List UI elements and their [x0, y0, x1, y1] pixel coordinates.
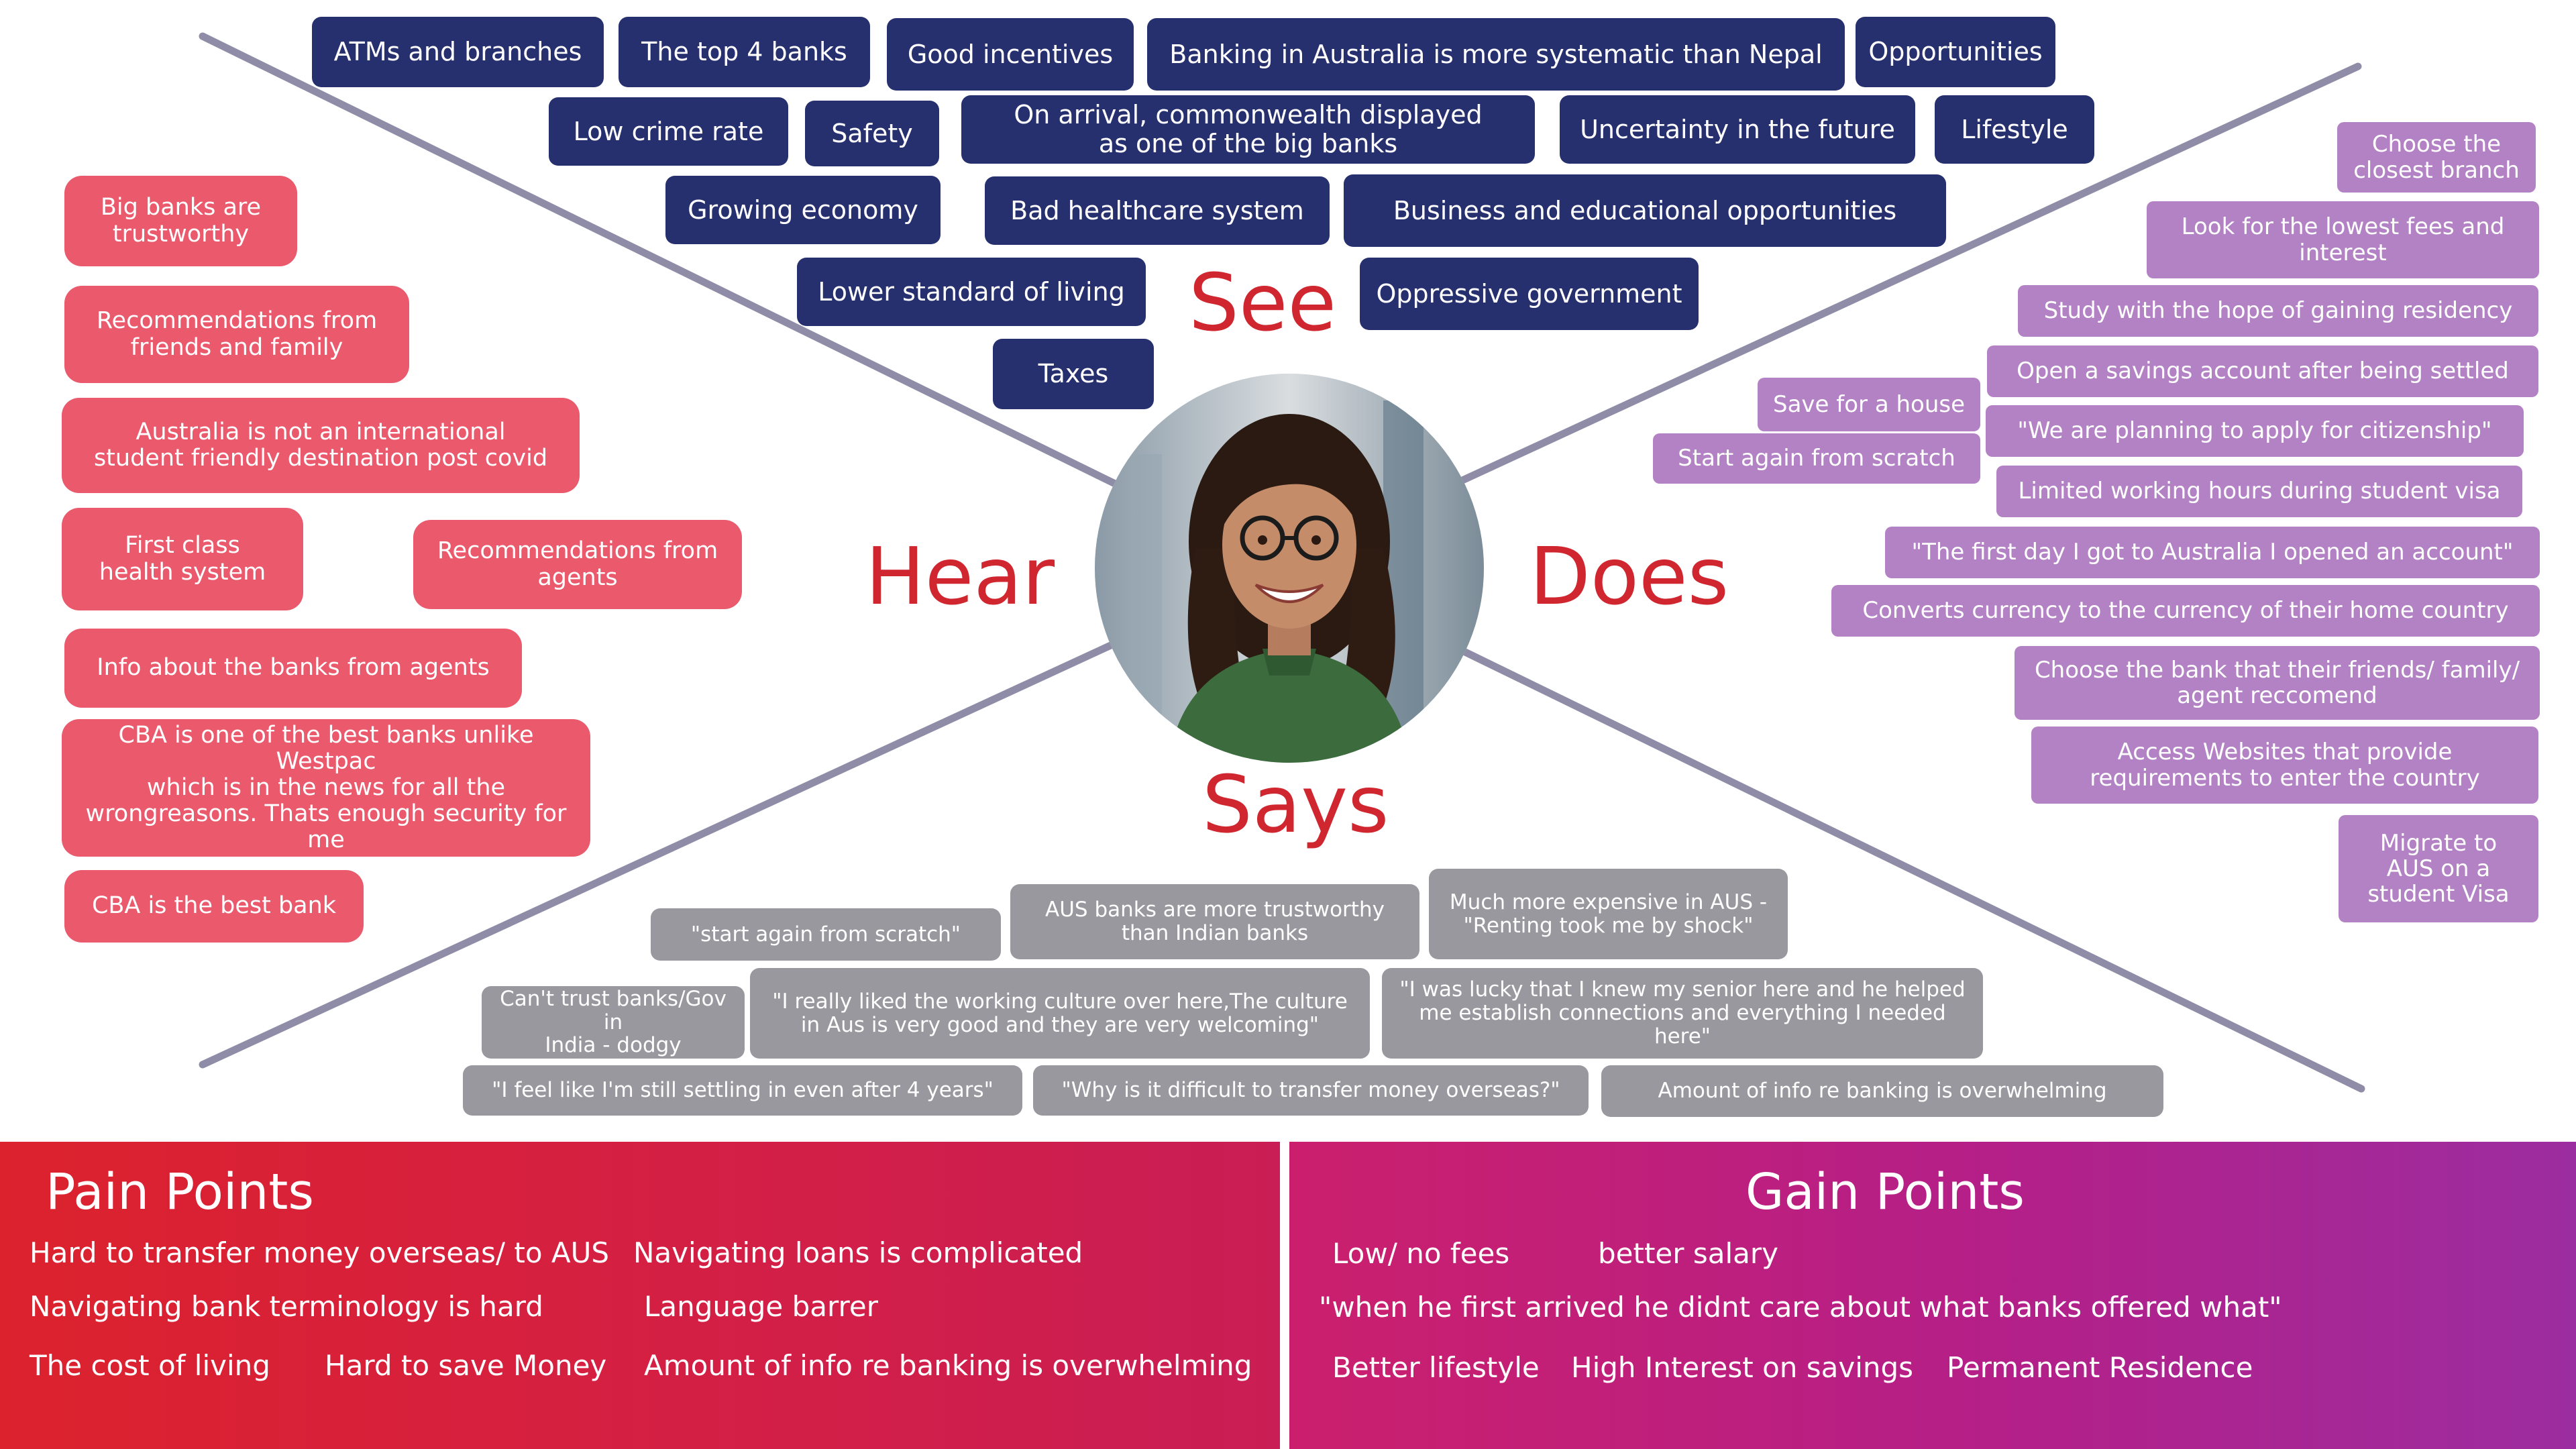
does-note: Migrate to AUS on a student Visa	[2339, 815, 2538, 922]
see-note: Banking in Australia is more systematic …	[1147, 18, 1845, 91]
says-note: Amount of info re banking is overwhelmin…	[1601, 1065, 2163, 1117]
gain-point-item: better salary	[1598, 1237, 1779, 1270]
does-note: Study with the hope of gaining residency	[2018, 285, 2538, 337]
pain-point-item: Navigating bank terminology is hard	[30, 1290, 543, 1323]
pain-point-item: Hard to save Money	[325, 1349, 607, 1382]
hear-note: CBA is the best bank	[64, 870, 364, 943]
gain-point-item: Permanent Residence	[1947, 1351, 2253, 1384]
hear-note: Australia is not an international studen…	[62, 398, 580, 493]
does-note: Save for a house	[1758, 378, 1980, 431]
does-note: Open a savings account after being settl…	[1987, 345, 2538, 397]
see-note: Bad healthcare system	[985, 176, 1330, 245]
see-note: Good incentives	[887, 18, 1134, 91]
quadrant-label-hear: Hear	[865, 530, 1055, 623]
see-note: Opportunities	[1856, 17, 2055, 87]
see-note: ATMs and branches	[312, 17, 604, 87]
pain-points-panel: Pain Points Hard to transfer money overs…	[0, 1142, 1280, 1449]
see-note: Uncertainty in the future	[1560, 95, 1915, 164]
quadrant-label-see: See	[1189, 256, 1337, 349]
points-band: Pain Points Hard to transfer money overs…	[0, 1142, 2576, 1449]
hear-note: Recommendations from friends and family	[64, 286, 409, 383]
see-note: On arrival, commonwealth displayed as on…	[961, 95, 1535, 164]
says-note: AUS banks are more trustworthy than Indi…	[1010, 884, 1419, 959]
says-note: Much more expensive in AUS - "Renting to…	[1429, 869, 1788, 959]
hear-note: First class health system	[62, 508, 303, 610]
see-note: Safety	[805, 101, 939, 166]
does-note: Choose the closest branch	[2337, 122, 2536, 193]
see-note: Low crime rate	[549, 97, 788, 166]
gain-point-item: Low/ no fees	[1332, 1237, 1510, 1270]
see-note: Growing economy	[665, 176, 941, 244]
divider-line-top-left	[199, 32, 1118, 487]
pain-point-item: Language barrer	[644, 1290, 879, 1323]
pain-point-item: Navigating loans is complicated	[633, 1236, 1083, 1269]
quadrant-label-says: Says	[1202, 758, 1389, 851]
hear-note: Info about the banks from agents	[64, 629, 522, 708]
does-note: "The first day I got to Australia I open…	[1885, 527, 2540, 578]
quadrant-label-does: Does	[1529, 530, 1729, 623]
does-note: Choose the bank that their friends/ fami…	[2015, 646, 2540, 720]
hear-note: Big banks are trustworthy	[64, 176, 297, 266]
pain-point-item: Amount of info re banking is overwhelmin…	[644, 1349, 1252, 1382]
does-note: Access Websites that provide requirement…	[2031, 727, 2538, 804]
see-note: Lower standard of living	[797, 258, 1146, 326]
divider-line-top-right	[1458, 62, 2362, 484]
does-note: Start again from scratch	[1653, 433, 1980, 484]
does-note: "We are planning to apply for citizenshi…	[1986, 405, 2524, 457]
hear-note: Recommendations from agents	[413, 520, 742, 609]
see-note: Business and educational opportunities	[1344, 174, 1946, 247]
band-divider	[1280, 1142, 1289, 1449]
persona-avatar	[1095, 374, 1484, 763]
pain-points-title: Pain Points	[46, 1163, 314, 1221]
pain-point-item: The cost of living	[30, 1349, 270, 1382]
divider-line-bottom-right	[1458, 647, 2365, 1093]
gain-point-item: Better lifestyle	[1332, 1351, 1540, 1384]
says-note: "start again from scratch"	[651, 908, 1001, 961]
see-note: The top 4 banks	[619, 17, 870, 87]
gain-point-item: "when he first arrived he didnt care abo…	[1319, 1291, 2282, 1324]
does-note: Look for the lowest fees and interest	[2147, 201, 2539, 278]
says-note: Can't trust banks/Gov in India - dodgy	[482, 986, 745, 1059]
divider-line-bottom-left	[199, 640, 1118, 1069]
see-note: Oppressive government	[1360, 258, 1699, 330]
gain-points-title: Gain Points	[1746, 1163, 2025, 1221]
gain-points-panel: Gain Points Low/ no fees better salary "…	[1289, 1142, 2576, 1449]
says-note: "Why is it difficult to transfer money o…	[1033, 1065, 1589, 1116]
says-note: "I really liked the working culture over…	[750, 968, 1370, 1059]
see-note: Taxes	[993, 339, 1154, 409]
does-note: Converts currency to the currency of the…	[1831, 585, 2540, 637]
does-note: Limited working hours during student vis…	[1996, 466, 2522, 517]
says-note: "I feel like I'm still settling in even …	[463, 1065, 1022, 1116]
hear-note: CBA is one of the best banks unlike West…	[62, 719, 590, 857]
see-note: Lifestyle	[1935, 95, 2094, 164]
pain-point-item: Hard to transfer money overseas/ to AUS	[30, 1236, 610, 1269]
says-note: "I was lucky that I knew my senior here …	[1382, 968, 1983, 1059]
gain-point-item: High Interest on savings	[1571, 1351, 1914, 1384]
